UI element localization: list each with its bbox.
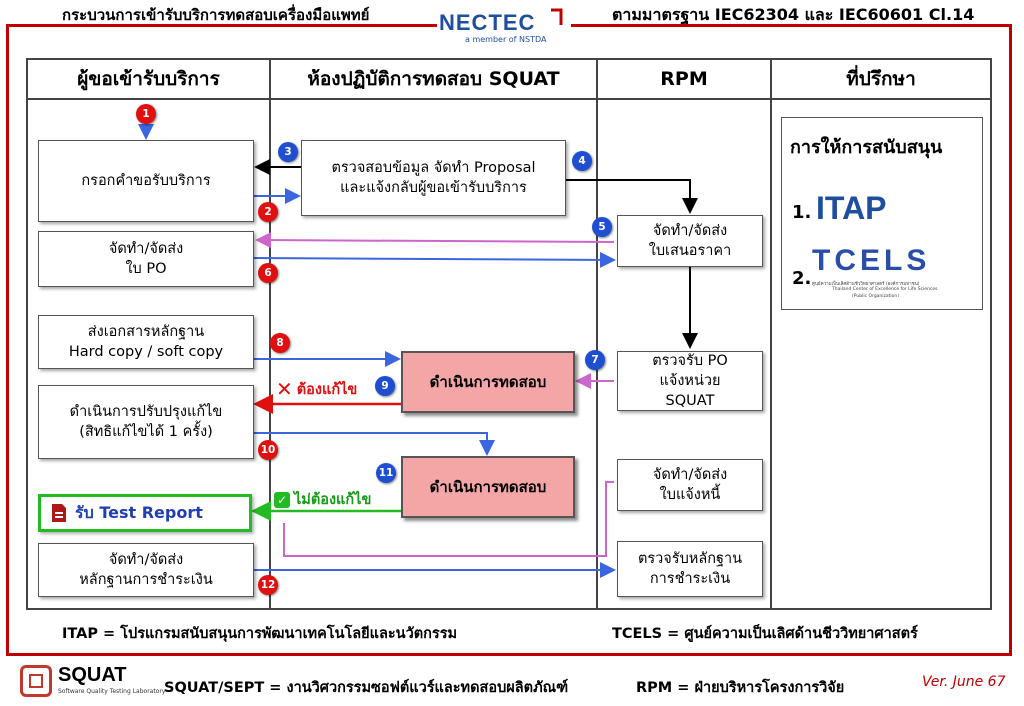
arrow-step-6 xyxy=(253,251,616,268)
step-badge-2: 2 xyxy=(258,202,278,222)
step-badge-5: 5 xyxy=(592,217,612,237)
step-badge-12: 12 xyxy=(258,575,278,595)
squat-logo-icon xyxy=(20,665,52,697)
lane-divider-1 xyxy=(269,58,271,610)
invoice-line-1: จัดทำ/จัดส่ง xyxy=(652,467,728,483)
evidence-box: ส่งเอกสารหลักฐาน Hard copy / soft copy xyxy=(38,315,254,369)
rpm-definition: RPM = ฝ่ายบริหารโครงการวิจัย xyxy=(636,680,845,696)
test-report-label: รับ Test Report xyxy=(75,502,203,522)
tcels-sub-th: ศูนย์ความเป็นเลิศด้านชีววิทยาศาสตร์ (องค… xyxy=(812,282,920,287)
receive-po-line-1: ตรวจรับ PO xyxy=(652,353,728,369)
squat-definition: SQUAT/SEPT = งานวิศวกรรมซอฟต์แวร์และทดสอ… xyxy=(164,680,569,696)
payment-check-box: ตรวจรับหลักฐาน การชำระเงิน xyxy=(617,541,763,597)
test-process-box-2: ดำเนินการทดสอบ xyxy=(401,456,575,518)
support-box: การให้การสนับสนุน 1. ITAP 2. TCELS ศูนย์… xyxy=(781,117,983,310)
step-badge-4: 4 xyxy=(572,151,592,171)
check-info-line-2: และแจ้งกลับผู้ขอเข้ารับบริการ xyxy=(340,180,527,196)
invoice-line-2: ใบแจ้งหนี้ xyxy=(659,487,721,503)
quotation-line-1: จัดทำ/จัดส่ง xyxy=(652,223,728,239)
step-badge-9: 9 xyxy=(375,376,395,396)
arrow-step-5 xyxy=(255,232,615,249)
step-badge-11: 11 xyxy=(376,463,396,483)
tcels-sub-en: Thailand Center of Excellence for Life S… xyxy=(832,287,938,292)
title-right: ตามมาตรฐาน IEC62304 และ IEC60601 Cl.14 xyxy=(612,5,975,24)
step-badge-8: 8 xyxy=(270,333,290,353)
receive-po-line-3: SQUAT xyxy=(665,393,715,409)
po-line-1: จัดทำ/จัดส่ง xyxy=(108,241,184,257)
tcels-logo: TCELS xyxy=(812,244,931,277)
quotation-box: จัดทำ/จัดส่ง ใบเสนอราคา xyxy=(617,215,763,267)
support-item1-num: 1. xyxy=(792,202,812,223)
col-header-squat: ห้องปฏิบัติการทดสอบ SQUAT xyxy=(307,68,560,90)
col-header-rpm: RPM xyxy=(660,68,708,90)
itap-definition: ITAP = โปรแกรมสนับสนุนการพัฒนาเทคโนโลยีแ… xyxy=(62,626,458,642)
improve-line-1: ดำเนินการปรับปรุงแก้ไข xyxy=(69,404,223,420)
request-form-line-1: กรอกคำขอรับบริการ xyxy=(81,173,211,189)
receive-po-box: ตรวจรับ PO แจ้งหน่วย SQUAT xyxy=(617,351,763,411)
po-line-2: ใบ PO xyxy=(125,261,167,277)
nectec-logo-mark-icon xyxy=(549,7,563,27)
improve-line-2: (สิทธิแก้ไขได้ 1 ครั้ง) xyxy=(79,424,213,440)
payment-check-line-1: ตรวจรับหลักฐาน xyxy=(637,551,743,567)
improve-box: ดำเนินการปรับปรุงแก้ไข (สิทธิแก้ไขได้ 1 … xyxy=(38,385,254,459)
po-box: จัดทำ/จัดส่ง ใบ PO xyxy=(38,231,254,287)
check-info-box: ตรวจสอบข้อมูล จัดทำ Proposal และแจ้งกลับ… xyxy=(301,140,566,216)
payment-send-box: จัดทำ/จัดส่ง หลักฐานการชำระเงิน xyxy=(38,543,254,597)
itap-logo: ITAP xyxy=(816,190,887,226)
arrow-invoice xyxy=(283,481,614,557)
evidence-line-1: ส่งเอกสารหลักฐาน xyxy=(87,324,205,340)
quotation-line-2: ใบเสนอราคา xyxy=(648,243,732,259)
invoice-box: จัดทำ/จัดส่ง ใบแจ้งหนี้ xyxy=(617,459,763,511)
col-header-advisor: ที่ปรึกษา xyxy=(846,68,916,90)
payment-check-line-2: การชำระเงิน xyxy=(649,571,731,587)
test-report-box: รับ Test Report xyxy=(38,494,252,532)
test-process-box-1: ดำเนินการทดสอบ xyxy=(401,351,575,413)
nectec-logo: NECTEC a member of NSTDA xyxy=(437,6,571,48)
step-badge-1: 1 xyxy=(136,104,156,124)
payment-send-line-1: จัดทำ/จัดส่ง xyxy=(108,552,184,568)
step-badge-3: 3 xyxy=(278,142,298,162)
squat-logo-tagline: Software Quality Testing Laboratory xyxy=(58,688,166,695)
support-title: การให้การสนับสนุน xyxy=(790,137,943,158)
request-form-box: กรอกคำขอรับบริการ xyxy=(38,140,254,222)
check-info-line-1: ตรวจสอบข้อมูล จัดทำ Proposal xyxy=(331,160,536,176)
pdf-file-icon xyxy=(52,504,66,522)
step-badge-6: 6 xyxy=(258,263,278,283)
title-left: กระบวนการเข้ารับบริการทดสอบเครื่องมือแพท… xyxy=(62,6,370,24)
support-item2-num: 2. xyxy=(792,268,812,289)
need-fix-label: ✕ ต้องแก้ไข xyxy=(276,377,357,401)
receive-po-line-2: แจ้งหน่วย xyxy=(659,373,721,389)
version-label: Ver. June 67 xyxy=(922,674,1006,690)
header-divider xyxy=(26,98,992,100)
tcels-sub-org: (Public Organization) xyxy=(852,294,900,299)
step-badge-10: 10 xyxy=(258,440,278,460)
arrow-step-10 xyxy=(254,432,495,456)
lane-divider-3 xyxy=(770,58,772,610)
no-fix-label: ✓ ไม่ต้องแก้ไข xyxy=(274,488,371,511)
nectec-logo-text: NECTEC xyxy=(439,10,536,35)
col-header-client: ผู้ขอเข้ารับบริการ xyxy=(77,68,220,90)
no-fix-text: ไม่ต้องแก้ไข xyxy=(294,492,372,508)
payment-send-line-2: หลักฐานการชำระเงิน xyxy=(79,572,213,588)
step-badge-7: 7 xyxy=(585,350,605,370)
swimlane-table xyxy=(26,58,992,610)
evidence-line-2: Hard copy / soft copy xyxy=(68,344,224,360)
arrow-step-4 xyxy=(566,179,698,214)
checkmark-icon: ✓ xyxy=(274,491,290,508)
cross-icon: ✕ xyxy=(276,377,293,401)
tcels-definition: TCELS = ศูนย์ความเป็นเลิศด้านชีววิทยาศาส… xyxy=(612,626,918,642)
need-fix-text: ต้องแก้ไข xyxy=(296,381,358,398)
squat-logo-text: SQUAT xyxy=(58,664,127,686)
nectec-logo-sub: a member of NSTDA xyxy=(465,35,547,44)
lane-divider-2 xyxy=(596,58,598,610)
